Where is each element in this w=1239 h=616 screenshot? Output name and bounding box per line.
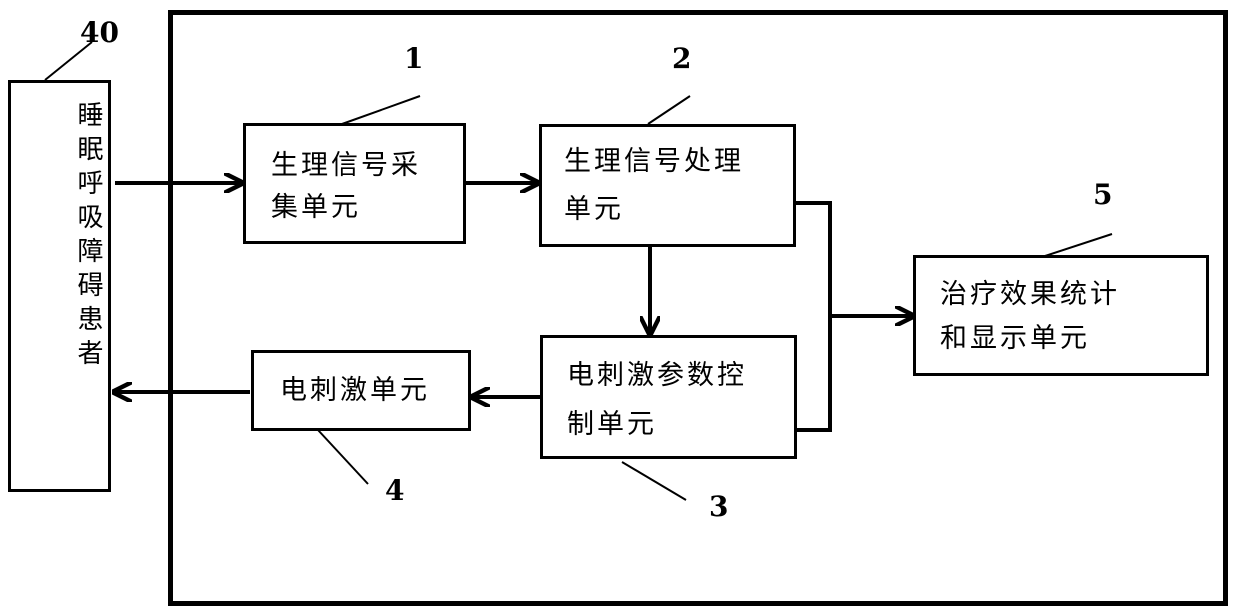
ref-number-2: 2	[672, 42, 691, 75]
leader-4	[318, 430, 368, 484]
patient-box: 睡眠呼吸障碍患者	[8, 80, 111, 492]
unit5-label-line2: 和显示单元	[940, 318, 1090, 360]
unit1-label-line1: 生理信号采	[271, 145, 421, 187]
signal-acquisition-unit: 生理信号采 集单元	[243, 123, 466, 244]
unit5-label-line1: 治疗效果统计	[940, 274, 1120, 316]
unit2-label-line1: 生理信号处理	[564, 141, 744, 183]
leader-2	[648, 96, 690, 124]
leader-5	[1045, 234, 1112, 256]
unit4-label: 电刺激单元	[280, 370, 430, 412]
signal-processing-unit: 生理信号处理 单元	[539, 124, 796, 247]
leader-3	[622, 462, 686, 500]
ref-number-40: 40	[80, 16, 119, 49]
ref-number-5: 5	[1093, 178, 1112, 211]
patient-label: 睡眠呼吸障碍患者	[11, 101, 108, 373]
unit2-label-line2: 单元	[564, 189, 624, 231]
connector-unit2-to-bus	[795, 203, 830, 430]
ref-number-1: 1	[404, 42, 423, 75]
unit3-label-line1: 电刺激参数控	[567, 355, 747, 397]
unit3-label-line2: 制单元	[567, 404, 657, 446]
ref-number-3: 3	[709, 490, 728, 523]
ref-number-4: 4	[385, 474, 404, 507]
stimulation-parameter-control-unit: 电刺激参数控 制单元	[540, 335, 797, 459]
unit1-label-line2: 集单元	[271, 187, 361, 229]
leader-1	[342, 96, 420, 124]
electrical-stimulation-unit: 电刺激单元	[251, 350, 471, 431]
treatment-effect-stats-display-unit: 治疗效果统计 和显示单元	[913, 255, 1209, 376]
